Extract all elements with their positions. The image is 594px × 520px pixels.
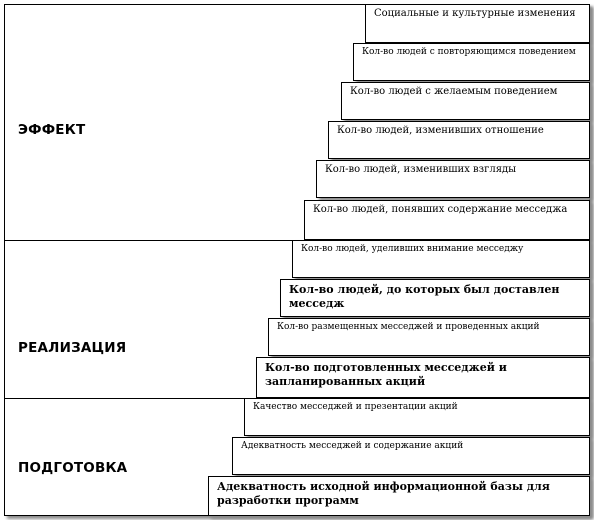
step-message-quality: Качество месседжей и презентации акций [244, 398, 590, 436]
step-desired-behavior: Кол-во людей с желаемым поведением [341, 82, 590, 120]
step-prepared-messages: Кол-во подготовленных месседжей и заплан… [256, 357, 590, 398]
step-attention-to-message: Кол-во людей, уделивших внимание месседж… [292, 240, 590, 278]
step-changed-attitude: Кол-во людей, изменивших отношение [328, 121, 590, 159]
stage-label-implementation: РЕАЛИЗАЦИЯ [18, 340, 127, 356]
step-information-base: Адекватность исходной информационной баз… [208, 476, 590, 516]
step-understood-message: Кол-во людей, понявших содержание мессед… [304, 200, 590, 240]
step-message-adequacy: Адекватность месседжей и содержание акци… [232, 437, 590, 475]
step-changed-views: Кол-во людей, изменивших взгляды [316, 160, 590, 198]
step-message-delivered: Кол-во людей, до которых был доставлен м… [280, 279, 590, 317]
step-repeated-behavior: Кол-во людей с повторяющимся поведением [353, 43, 590, 81]
step-placed-messages: Кол-во размещенных месседжей и проведенн… [268, 318, 590, 356]
stage-label-preparation: ПОДГОТОВКА [18, 460, 128, 476]
stage-label-effect: ЭФФЕКТ [18, 122, 86, 138]
step-social-cultural-changes: Социальные и культурные изменения [365, 4, 590, 43]
